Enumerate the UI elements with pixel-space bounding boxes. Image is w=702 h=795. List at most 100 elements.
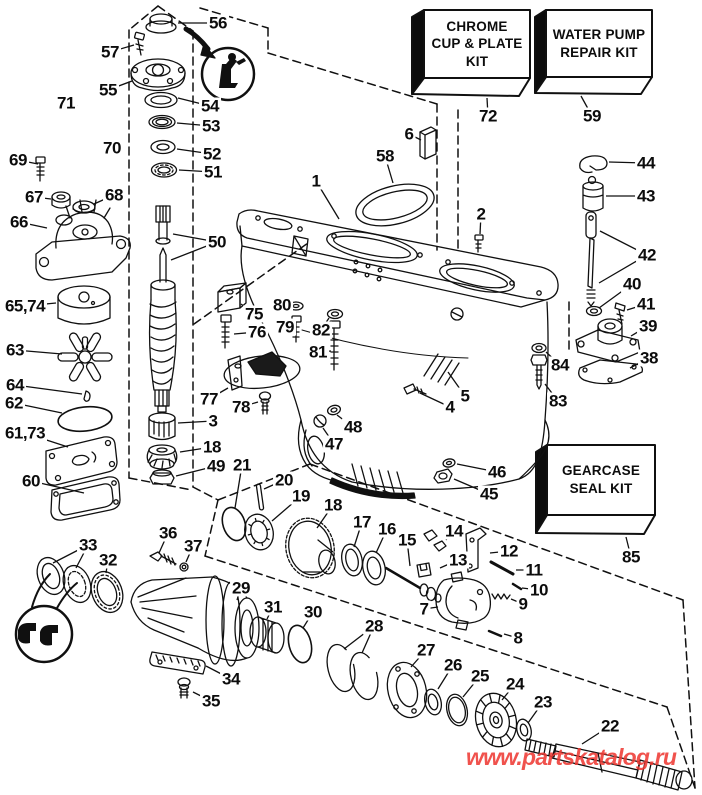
- part-callout: 48: [342, 417, 364, 437]
- part-callout: 3: [206, 411, 220, 431]
- part-callout: 82: [310, 320, 332, 340]
- part-callout: 15: [396, 530, 418, 550]
- part-callout: 59: [581, 106, 603, 126]
- part-callout: 64: [4, 375, 26, 395]
- kit-label-water-pump-repair: WATER PUMP REPAIR KIT: [552, 26, 646, 60]
- part-callout: 4: [443, 397, 457, 417]
- part-callout: 22: [599, 716, 621, 736]
- part-callout: 78: [230, 397, 252, 417]
- part-callout: 7: [417, 599, 431, 619]
- watermark: www.partskatalog.ru: [466, 744, 677, 770]
- part-callout: 34: [220, 669, 242, 689]
- part-callout: 2: [474, 204, 488, 224]
- part-callout: 84: [549, 355, 571, 375]
- water-pump-parts: [35, 156, 131, 521]
- part-callout: 46: [486, 462, 508, 482]
- gearcase-seal-kit-box: [535, 444, 656, 535]
- part-callout: 52: [201, 144, 223, 164]
- part-callout: 9: [516, 594, 530, 614]
- part-callout: 26: [442, 655, 464, 675]
- propeller-shaft: [524, 738, 693, 791]
- shift-rod-assembly: [575, 155, 644, 385]
- part-callout: 27: [415, 640, 437, 660]
- part-callout: 37: [182, 536, 204, 556]
- part-callout: 57: [99, 42, 121, 62]
- part-callout: 14: [443, 521, 465, 541]
- part-callout: 55: [97, 80, 119, 100]
- part-callout: 53: [200, 116, 222, 136]
- part-callout: 63: [4, 340, 26, 360]
- part-callout: 45: [478, 484, 500, 504]
- part-callout: 60: [20, 471, 42, 491]
- part-callout: 38: [638, 348, 660, 368]
- part-callout: 12: [498, 541, 520, 561]
- part-callout: 18: [201, 437, 223, 457]
- part-callout: 54: [199, 96, 221, 116]
- part-callout: 36: [157, 523, 179, 543]
- chrome-cup-plate-kit-box: [411, 9, 531, 97]
- part-callout: 5: [458, 386, 472, 406]
- part-callout: 56: [207, 13, 229, 33]
- part-callout: 40: [621, 274, 643, 294]
- part-callout: 30: [302, 602, 324, 622]
- part-callout: 20: [273, 470, 295, 490]
- gear-train: [221, 483, 523, 638]
- part-callout: 25: [469, 666, 491, 686]
- part-callout: 65,74: [2, 296, 48, 316]
- water-pump-repair-kit-box: [534, 9, 653, 95]
- part-callout: 62: [3, 393, 25, 413]
- part-callout: 76: [246, 322, 268, 342]
- part-callout: 42: [636, 245, 658, 265]
- part-callout: 11: [523, 560, 545, 580]
- part-callout: 10: [528, 580, 550, 600]
- part-callout: 80: [271, 295, 293, 315]
- part-callout: 72: [477, 106, 499, 126]
- plug-6: [419, 126, 437, 160]
- part-callout: 61,73: [2, 423, 48, 443]
- part-callout: 41: [635, 294, 657, 314]
- part-callout: 85: [620, 547, 642, 567]
- part-callout: 68: [103, 185, 125, 205]
- seal-puller-icon: [14, 573, 78, 664]
- sealant-gun-icon: [183, 26, 256, 102]
- part-callout: 17: [351, 512, 373, 532]
- part-callout: 19: [290, 486, 312, 506]
- part-callout: 77: [198, 389, 220, 409]
- part-callout: 18: [322, 495, 344, 515]
- part-callout: 79: [274, 317, 296, 337]
- part-callout: 69: [7, 150, 29, 170]
- part-callout: 43: [635, 186, 657, 206]
- part-callout: 39: [637, 316, 659, 336]
- kit-label-gearcase-seal: GEARCASE SEAL KIT: [561, 463, 641, 496]
- bearing-carrier-group: [36, 551, 532, 748]
- part-callout: 16: [376, 519, 398, 539]
- part-callout: 23: [532, 692, 554, 712]
- gearcase-housing: [236, 209, 559, 500]
- part-callout: 21: [231, 455, 253, 475]
- part-callout: 24: [504, 674, 526, 694]
- part-callout: 33: [77, 535, 99, 555]
- part-callout: 8: [511, 628, 525, 648]
- part-callout: 81: [307, 342, 329, 362]
- housing-fasteners: [217, 234, 548, 484]
- part-callout: 6: [402, 124, 416, 144]
- part-callout: 70: [101, 138, 123, 158]
- part-callout: 28: [363, 616, 385, 636]
- kit-label-chrome-cup-plate: CHROME CUP & PLATE KIT: [431, 18, 523, 69]
- part-callout: 58: [374, 146, 396, 166]
- part-callout: 13: [447, 550, 469, 570]
- part-callout: 32: [97, 550, 119, 570]
- part-callout: 51: [202, 162, 224, 182]
- part-callout: 35: [200, 691, 222, 711]
- part-callout: 75: [243, 304, 265, 324]
- part-callout: 67: [23, 187, 45, 207]
- top-seal-58: [355, 183, 435, 227]
- part-callout: 1: [309, 171, 323, 191]
- part-callout: 71: [55, 93, 77, 113]
- part-callout: 31: [262, 597, 284, 617]
- part-callout: 66: [8, 212, 30, 232]
- part-callout: 44: [635, 153, 657, 173]
- driveshaft-assembly: [130, 13, 186, 485]
